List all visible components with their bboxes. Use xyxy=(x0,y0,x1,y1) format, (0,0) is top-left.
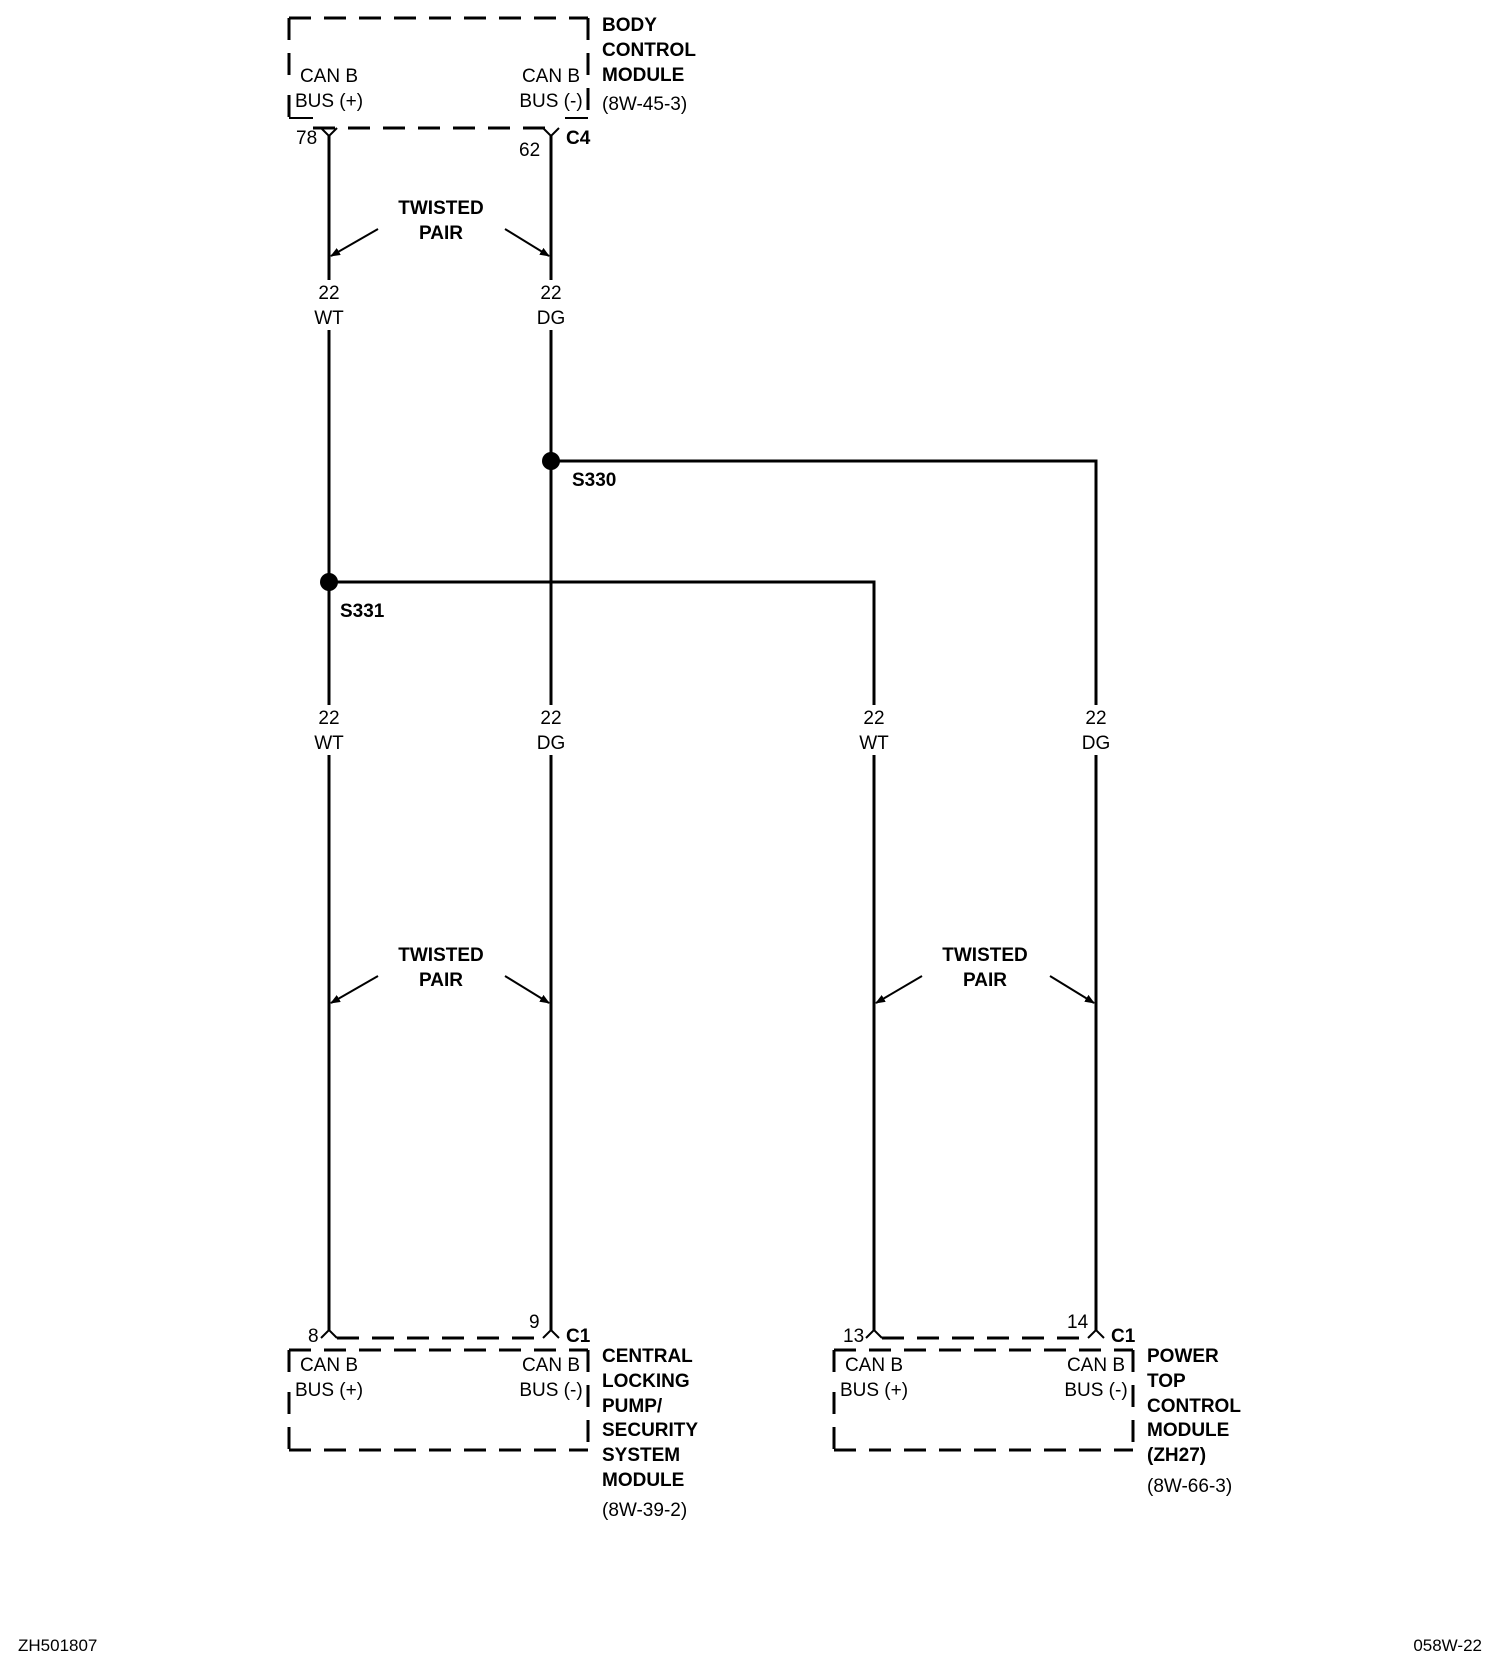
bcm-terminal-right xyxy=(542,127,560,138)
wire-3-gauge: 22 xyxy=(318,708,339,729)
twisted-pair-left-line-1: TWISTED xyxy=(398,945,484,966)
clp-terminal-right xyxy=(542,1328,560,1339)
wire-2-color: DG xyxy=(537,308,566,329)
bcm-ref[interactable]: (8W-45-3) xyxy=(602,94,687,115)
footer-drawing-id: ZH501807 xyxy=(18,1636,97,1655)
splice-s330-label: S330 xyxy=(572,470,616,491)
ptcm-name-line-1: POWER xyxy=(1147,1346,1219,1367)
clp-cavity-right: 9 xyxy=(529,1312,540,1333)
clp-terminal-left xyxy=(320,1328,338,1339)
body-control-module[interactable]: BODY CONTROL MODULE (8W-45-3) CAN B BUS … xyxy=(287,15,696,161)
footer-page-id: 058W-22 xyxy=(1413,1636,1482,1655)
splice-s331-label: S331 xyxy=(340,601,385,622)
twisted-pair-top-line-2: PAIR xyxy=(419,223,463,244)
wire-s331-branch[interactable] xyxy=(329,580,876,705)
twisted-pair-top-arrow-left xyxy=(330,228,379,257)
wire-5-color: WT xyxy=(859,733,889,754)
clp-cavity-left: 8 xyxy=(308,1326,319,1347)
wire-5-gauge: 22 xyxy=(863,708,884,729)
bcm-pin-left-line-2: BUS (+) xyxy=(295,91,363,112)
clp-pin-left-line-1: CAN B xyxy=(300,1355,358,1376)
wire-1-color: WT xyxy=(314,308,344,329)
ptcm-terminal-left xyxy=(865,1328,883,1339)
twisted-pair-right-line-2: PAIR xyxy=(963,970,1007,991)
wire-6-color: DG xyxy=(1082,733,1111,754)
clp-pin-right-line-2: BUS (-) xyxy=(519,1380,582,1401)
power-top-control-module[interactable]: 13 14 C1 CAN B BUS (+) CAN B BUS (-) POW… xyxy=(832,1312,1241,1497)
ptcm-name-line-2: TOP xyxy=(1147,1371,1186,1392)
wire-3-color: WT xyxy=(314,733,344,754)
twisted-pair-right-arrow-right xyxy=(1049,975,1095,1004)
twisted-pair-left-arrow-right xyxy=(504,975,550,1004)
wire-1-gauge: 22 xyxy=(318,283,339,304)
bcm-pin-right-line-2: BUS (-) xyxy=(519,91,582,112)
splices: S330 S331 xyxy=(320,452,616,622)
bcm-cavity-left: 78 xyxy=(296,128,317,149)
ptcm-pin-left-line-2: BUS (+) xyxy=(840,1380,908,1401)
twisted-pair-callout-left: TWISTED PAIR xyxy=(330,945,550,1004)
twisted-pair-right-arrow-left xyxy=(875,975,923,1004)
ptcm-name-line-3: CONTROL xyxy=(1147,1396,1241,1417)
bcm-pin-left-line-1: CAN B xyxy=(300,66,358,87)
bcm-name-line-3: MODULE xyxy=(602,65,684,86)
twisted-pair-right-line-1: TWISTED xyxy=(942,945,1028,966)
ptcm-terminal-right xyxy=(1087,1328,1105,1339)
clp-name-line-1: CENTRAL xyxy=(602,1346,693,1367)
ptcm-outline xyxy=(832,1348,1135,1452)
clp-outline xyxy=(287,1348,590,1452)
bcm-pin-right-line-1: CAN B xyxy=(522,66,580,87)
ptcm-pin-right-line-2: BUS (-) xyxy=(1064,1380,1127,1401)
clp-ref[interactable]: (8W-39-2) xyxy=(602,1500,687,1521)
wire-4-color: DG xyxy=(537,733,566,754)
twisted-pair-top-line-1: TWISTED xyxy=(398,198,484,219)
clp-pin-right-line-1: CAN B xyxy=(522,1355,580,1376)
ptcm-pin-left-line-1: CAN B xyxy=(845,1355,903,1376)
wire-2-gauge: 22 xyxy=(540,283,561,304)
ptcm-pin-right-line-1: CAN B xyxy=(1067,1355,1125,1376)
wire-labels: 22 WT 22 DG 22 WT 22 DG 22 WT 22 DG xyxy=(314,283,1110,754)
central-locking-pump-security-module[interactable]: 8 9 C1 CAN B BUS (+) CAN B BUS (-) CENTR… xyxy=(287,1312,698,1521)
clp-pin-left-line-2: BUS (+) xyxy=(295,1380,363,1401)
wire-4-gauge: 22 xyxy=(540,708,561,729)
clp-name-line-2: LOCKING xyxy=(602,1371,690,1392)
twisted-pair-callout-right: TWISTED PAIR xyxy=(875,945,1095,1004)
splice-s331-dot[interactable] xyxy=(320,573,338,591)
twisted-pair-left-line-2: PAIR xyxy=(419,970,463,991)
bcm-name-line-2: CONTROL xyxy=(602,40,696,61)
ptcm-name-line-4: MODULE xyxy=(1147,1420,1229,1441)
bcm-connector: C4 xyxy=(566,128,591,149)
wire-6-gauge: 22 xyxy=(1085,708,1106,729)
ptcm-ref[interactable]: (8W-66-3) xyxy=(1147,1476,1232,1497)
ptcm-cavity-left: 13 xyxy=(843,1326,864,1347)
bcm-cavity-right: 62 xyxy=(519,140,540,161)
clp-name-line-5: SYSTEM xyxy=(602,1445,680,1466)
ptcm-cavity-right: 14 xyxy=(1067,1312,1089,1333)
clp-name-line-4: SECURITY xyxy=(602,1420,698,1441)
twisted-pair-top-arrow-right xyxy=(504,228,550,257)
bcm-outline xyxy=(287,16,590,130)
twisted-pair-callout-top: TWISTED PAIR xyxy=(330,198,550,257)
ptcm-name-line-5: (ZH27) xyxy=(1147,1445,1206,1466)
clp-name-line-3: PUMP/ xyxy=(602,1396,663,1417)
clp-connector: C1 xyxy=(566,1326,591,1347)
bcm-name-line-1: BODY xyxy=(602,15,657,36)
twisted-pair-left-arrow-left xyxy=(330,975,379,1004)
clp-name-line-6: MODULE xyxy=(602,1470,684,1491)
wires xyxy=(327,136,1098,1330)
wire-s330-branch[interactable] xyxy=(551,459,1098,705)
splice-s330-dot[interactable] xyxy=(542,452,560,470)
ptcm-connector: C1 xyxy=(1111,1326,1136,1347)
